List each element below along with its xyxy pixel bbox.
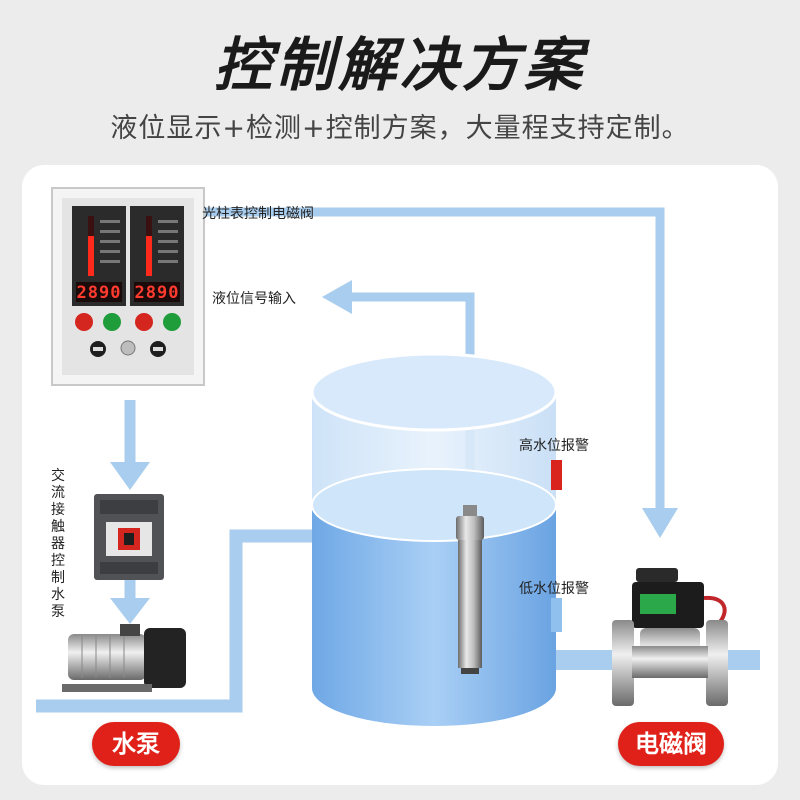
pump-button[interactable]: 水泵 [92,722,180,766]
water-pump [62,624,186,692]
control-panel: 2890 2890 [51,187,205,386]
red-light-icon [135,313,153,331]
water-tank [310,352,558,726]
green-light-icon [163,313,181,331]
label-high-level-alarm: 高水位报警 [519,438,589,454]
solenoid-valve [612,568,728,706]
valve-control-line [205,207,678,538]
ac-contactor [94,494,164,580]
red-light-icon [75,313,93,331]
label-contactor-pump: 交流接触器控制水泵 [51,468,65,620]
label-bar-meter-valve: 光柱表控制电磁阀 [202,206,314,222]
high-level-alarm-marker [551,460,562,490]
water-surface [311,468,557,542]
low-level-alarm-marker [551,598,562,632]
label-low-level-alarm: 低水位报警 [519,581,589,597]
contactor-to-pump-arrow [110,580,150,624]
level-sensor [456,505,484,674]
label-level-signal-input: 液位信号输入 [212,291,296,307]
green-light-icon [103,313,121,331]
meter-display-left: 2890 [77,283,122,303]
panel-to-contactor-arrow [110,400,150,490]
water-body [312,505,556,726]
meter-display-right: 2890 [135,283,180,303]
valve-button[interactable]: 电磁阀 [618,722,724,766]
page-subtitle: 液位显示+检测+控制方案，大量程支持定制。 [110,113,690,144]
inlet-pipe [36,529,316,713]
page-title: 控制解决方案 [213,31,586,99]
